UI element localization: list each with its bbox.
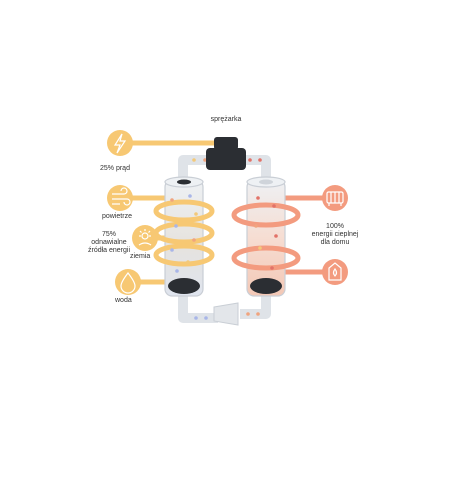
expansion-valve	[213, 302, 239, 326]
renewable-label-line-3: źródła energii	[87, 247, 131, 254]
home-heat-label-line-2: energii cieplnej	[311, 231, 359, 238]
home-heat-label-line-3: dla domu	[320, 239, 350, 246]
ground-icon-badge	[132, 225, 158, 251]
compressor-label: sprężarka	[210, 116, 242, 123]
electricity-label: 25% prąd	[100, 165, 130, 172]
refrigerant-particles	[170, 158, 278, 320]
renewable-label-line-1: 75%	[101, 231, 116, 238]
hot-water-icon-badge	[322, 259, 348, 285]
radiator-icon-badge	[322, 185, 348, 211]
radiator-icon	[326, 191, 344, 206]
droplet-icon	[120, 272, 136, 294]
wind-icon	[112, 187, 131, 206]
pipe-right-bottom	[240, 296, 271, 319]
water-label: woda	[115, 297, 132, 304]
ground-label: ziemia	[130, 253, 151, 260]
evaporator-vessel	[164, 176, 204, 297]
hot-water-tank-icon	[328, 262, 342, 281]
heat-coils	[231, 202, 301, 271]
water-icon-badge	[115, 269, 141, 295]
lightning-bolt-icon	[113, 133, 127, 154]
compressor	[206, 137, 246, 170]
pipe-left-top	[178, 155, 212, 184]
condenser-vessel	[246, 176, 286, 297]
electricity-icon-badge	[107, 130, 133, 156]
air-icon-badge	[107, 185, 133, 211]
sun-flower-icon	[138, 229, 152, 246]
air-label: powietrze	[102, 213, 132, 220]
pipe-left-bottom	[178, 296, 218, 323]
home-heat-label-line-1: 100%	[326, 223, 344, 230]
renewable-label-line-2: odnawialne	[91, 239, 127, 246]
